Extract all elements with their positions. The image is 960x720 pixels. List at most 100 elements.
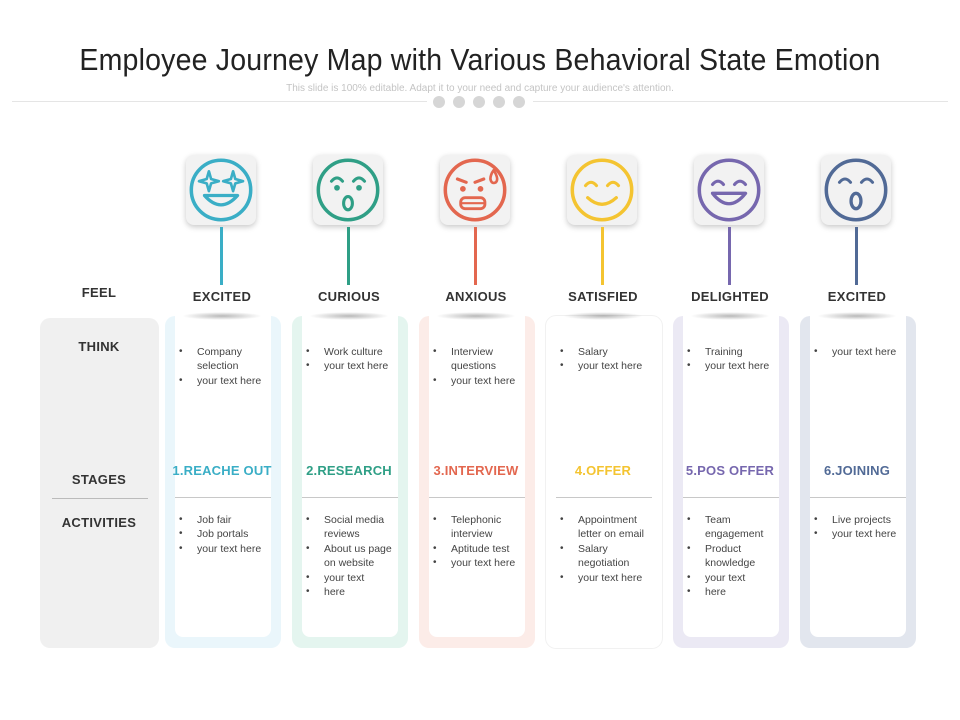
- stage-separator: [175, 497, 271, 498]
- dot: [473, 96, 485, 108]
- row-label-activities: ACTIVITIES: [61, 515, 137, 530]
- column-content: [810, 316, 906, 637]
- think-item: your text here: [812, 345, 912, 360]
- stage-separator: [810, 497, 906, 498]
- activity-item: your text here: [558, 571, 658, 586]
- think-item: your text here: [304, 359, 404, 374]
- column-shadow: [690, 312, 770, 320]
- dot: [433, 96, 445, 108]
- dot: [493, 96, 505, 108]
- row-label-feel: FEEL: [81, 285, 117, 300]
- activity-item: here: [685, 585, 785, 600]
- activities-list: Social media reviewsAbout us page on web…: [304, 513, 404, 600]
- stage-label: 4.OFFER: [574, 463, 632, 478]
- think-list: Salaryyour text here: [558, 345, 658, 374]
- stage-separator: [429, 497, 525, 498]
- decorative-dots: [433, 96, 525, 108]
- row-label-separator: [52, 498, 148, 499]
- activity-item: Team engagement: [685, 513, 785, 542]
- activity-item: Aptitude test: [431, 542, 531, 557]
- journey-column: SATISFIED Salaryyour text here 4.OFFER A…: [543, 150, 663, 650]
- anxious-sweat-face-icon: [440, 155, 510, 225]
- think-item: Work culture: [304, 345, 404, 360]
- think-list: Trainingyour text here: [685, 345, 785, 374]
- activity-item: your text: [304, 571, 404, 586]
- star-eyes-face-icon: [186, 155, 256, 225]
- stage-separator: [302, 497, 398, 498]
- feel-label: ANXIOUS: [445, 289, 507, 304]
- think-item: your text here: [431, 374, 531, 389]
- activity-item: About us page on website: [304, 542, 404, 571]
- activities-list: Live projectsyour text here: [812, 513, 912, 542]
- icon-connector: [474, 227, 477, 285]
- column-shadow: [309, 312, 389, 320]
- think-item: Training: [685, 345, 785, 360]
- think-list: Work cultureyour text here: [304, 345, 404, 374]
- column-shadow: [817, 312, 897, 320]
- column-shadow: [182, 312, 262, 320]
- think-list: Company selectionyour text here: [177, 345, 277, 389]
- stage-separator: [556, 497, 652, 498]
- activities-list: Telephonic interviewAptitude testyour te…: [431, 513, 531, 571]
- activity-item: Social media reviews: [304, 513, 404, 542]
- think-item: Salary: [558, 345, 658, 360]
- smiling-face-icon: [567, 155, 637, 225]
- column-shadow: [563, 312, 643, 320]
- journey-column: EXCITED Company selectionyour text here …: [162, 150, 282, 650]
- activities-list: Appointment letter on emailSalary negoti…: [558, 513, 658, 585]
- activity-item: Appointment letter on email: [558, 513, 658, 542]
- activities-list: Job fairJob portalsyour text here: [177, 513, 277, 557]
- slide-title: Employee Journey Map with Various Behavi…: [79, 42, 881, 77]
- stage-label: 2.RESEARCH: [306, 463, 392, 478]
- row-label-panel: [40, 318, 159, 648]
- think-item: Company selection: [177, 345, 277, 374]
- stage-label: 5.POS OFFER: [685, 463, 775, 478]
- journey-column: DELIGHTED Trainingyour text here 5.POS O…: [670, 150, 790, 650]
- icon-connector: [855, 227, 858, 285]
- activities-list: Team engagementProduct knowledgeyour tex…: [685, 513, 785, 600]
- think-list: Interview questionsyour text here: [431, 345, 531, 389]
- feel-label: SATISFIED: [568, 289, 638, 304]
- column-shadow: [436, 312, 516, 320]
- journey-column: CURIOUS Work cultureyour text here 2.RES…: [289, 150, 409, 650]
- feel-label: EXCITED: [192, 289, 252, 304]
- stage-label: 1.REACHE OUT: [172, 463, 272, 478]
- open-mouth-face-icon: [821, 155, 891, 225]
- icon-connector: [601, 227, 604, 285]
- activity-item: Live projects: [812, 513, 912, 528]
- journey-column: ANXIOUS Interview questionsyour text her…: [416, 150, 536, 650]
- divider-right: [533, 101, 948, 102]
- activity-item: your text here: [431, 556, 531, 571]
- grinning-face-icon: [694, 155, 764, 225]
- icon-connector: [220, 227, 223, 285]
- divider-left: [12, 101, 427, 102]
- think-item: your text here: [685, 359, 785, 374]
- feel-label: DELIGHTED: [691, 289, 769, 304]
- row-label-think: THINK: [78, 339, 120, 354]
- dot: [513, 96, 525, 108]
- activity-item: Job fair: [177, 513, 277, 528]
- journey-column: EXCITED your text here 6.JOINING Live pr…: [797, 150, 917, 650]
- surprised-face-icon: [313, 155, 383, 225]
- dot: [453, 96, 465, 108]
- row-label-stages: STAGES: [71, 472, 127, 487]
- slide-subtitle: This slide is 100% editable. Adapt it to…: [286, 83, 674, 94]
- activity-item: here: [304, 585, 404, 600]
- activity-item: your text: [685, 571, 785, 586]
- activity-item: Salary negotiation: [558, 542, 658, 571]
- feel-label: CURIOUS: [317, 289, 381, 304]
- activity-item: your text here: [177, 542, 277, 557]
- icon-connector: [347, 227, 350, 285]
- stage-label: 3.INTERVIEW: [433, 463, 519, 478]
- stage-label: 6.JOINING: [823, 463, 891, 478]
- stage-separator: [683, 497, 779, 498]
- icon-connector: [728, 227, 731, 285]
- activity-item: your text here: [812, 527, 912, 542]
- think-item: your text here: [558, 359, 658, 374]
- think-item: your text here: [177, 374, 277, 389]
- activity-item: Job portals: [177, 527, 277, 542]
- think-item: Interview questions: [431, 345, 531, 374]
- activity-item: Product knowledge: [685, 542, 785, 571]
- think-list: your text here: [812, 345, 912, 360]
- activity-item: Telephonic interview: [431, 513, 531, 542]
